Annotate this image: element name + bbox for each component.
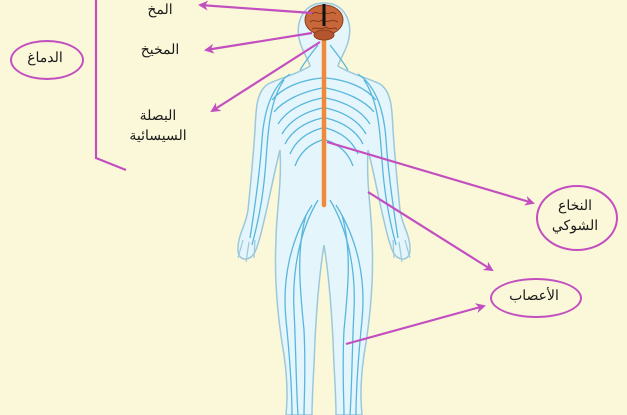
label-spinal-cord-line2: الشوكي bbox=[540, 216, 610, 236]
arrow-cerebrum bbox=[200, 5, 312, 13]
arrow-cerebellum bbox=[206, 33, 312, 50]
label-brain: الدماغ bbox=[12, 48, 78, 68]
label-nerves: الأعصاب bbox=[494, 286, 574, 306]
label-spinal-cord: النخاع الشوكي bbox=[540, 196, 610, 236]
label-spinal-cord-line1: النخاع bbox=[540, 196, 610, 216]
label-medulla-line1: البصلة bbox=[112, 106, 204, 126]
label-cerebrum: المخ bbox=[130, 0, 190, 20]
label-cerebellum: المخيخ bbox=[120, 40, 200, 60]
label-medulla-line2: السيسائية bbox=[112, 126, 204, 146]
label-medulla: البصلة السيسائية bbox=[112, 106, 204, 146]
brain-pointer-line bbox=[323, 4, 326, 26]
